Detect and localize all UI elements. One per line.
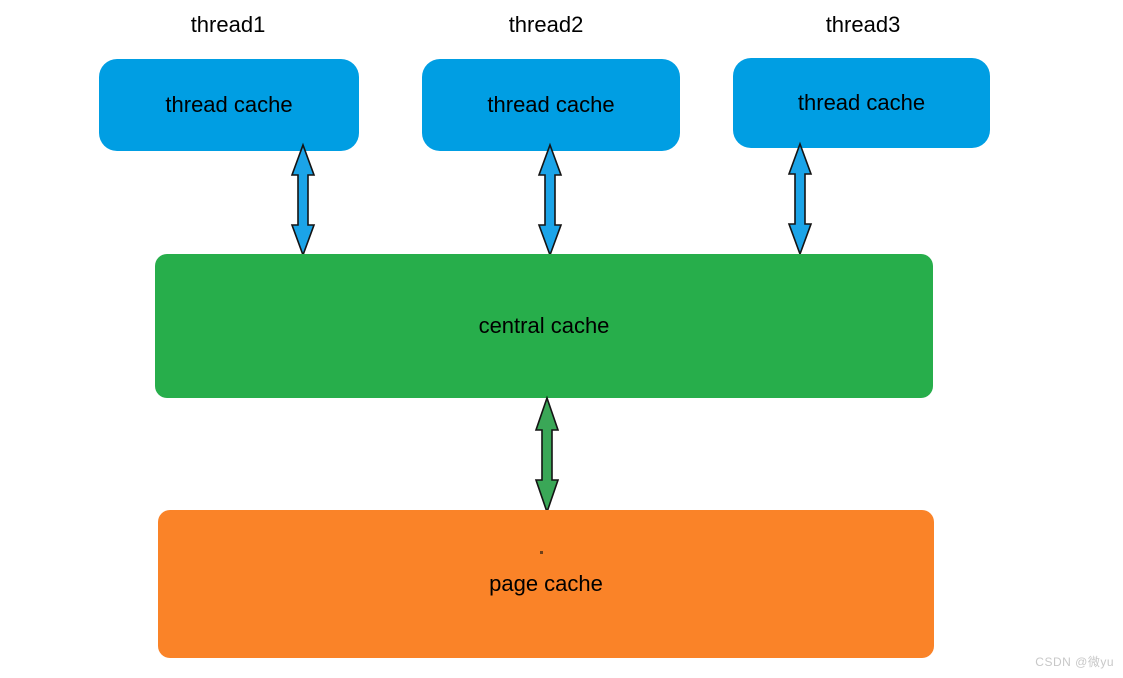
thread-cache-box-3-label: thread cache <box>797 90 926 115</box>
arrow-central-to-page <box>534 395 560 515</box>
speck-artifact <box>540 551 543 554</box>
thread-cache-box-3[interactable]: thread cache <box>733 58 990 148</box>
thread-cache-box-2-label: thread cache <box>487 92 615 117</box>
arrow-thread2-to-central <box>537 142 563 258</box>
arrow-thread3-to-central <box>787 141 813 257</box>
page-cache-label: page cache <box>489 571 603 596</box>
page-cache-box[interactable]: page cache <box>158 510 934 658</box>
central-cache-box[interactable]: central cache <box>155 254 933 398</box>
thread-cache-box-1[interactable]: thread cache <box>99 59 359 151</box>
arrow-thread1-to-central <box>290 142 316 258</box>
thread3-label: thread3 <box>825 12 901 37</box>
thread2-label: thread2 <box>508 12 584 37</box>
thread-cache-box-2[interactable]: thread cache <box>422 59 680 151</box>
csdn-watermark: CSDN @微yu <box>1035 655 1114 669</box>
thread-cache-box-1-label: thread cache <box>165 92 293 117</box>
thread1-label: thread1 <box>190 12 266 37</box>
central-cache-label: central cache <box>478 313 610 338</box>
